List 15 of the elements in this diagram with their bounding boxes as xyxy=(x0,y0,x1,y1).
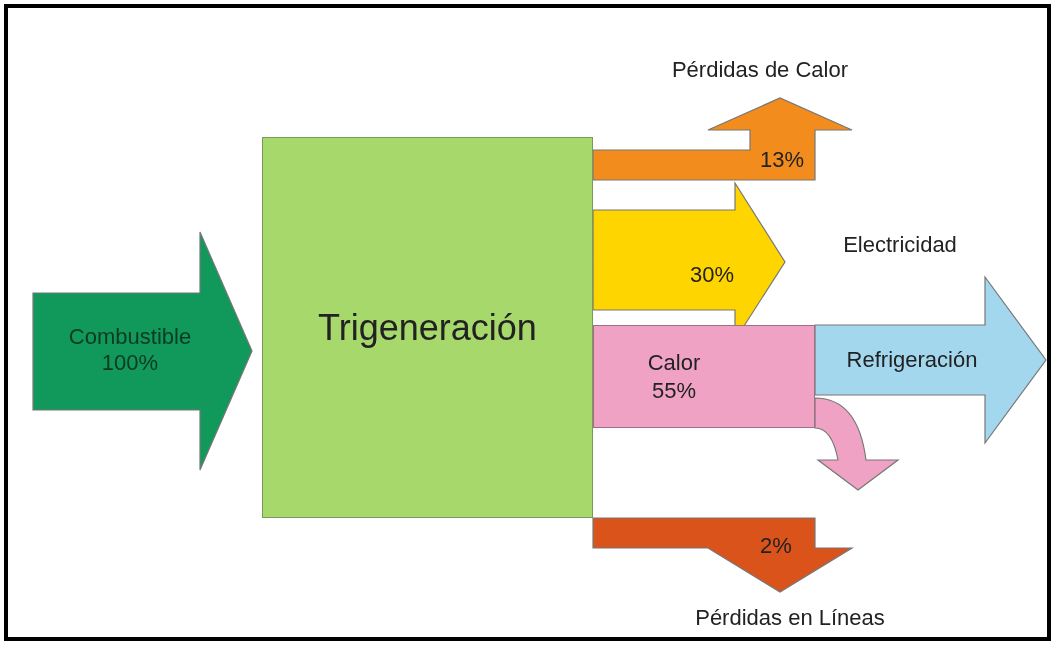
process-box: Trigeneración xyxy=(262,137,593,518)
edge-label: 13% xyxy=(760,146,804,174)
flow-arrow xyxy=(592,97,853,181)
output-label: Electricidad xyxy=(800,227,1000,263)
edge-label: Refrigeración xyxy=(846,346,978,374)
flow-arrow xyxy=(814,397,899,491)
edge-label: 2% xyxy=(760,532,792,560)
output-label: Pérdidas en Líneas xyxy=(640,600,940,636)
output-label: Pérdidas de Calor xyxy=(640,52,880,88)
edge-label: 30% xyxy=(690,261,734,289)
heat-band: Calor 55% xyxy=(593,325,815,428)
edge-label: Combustible 100% xyxy=(67,323,193,377)
flow-arrow xyxy=(32,231,253,471)
flow-arrow xyxy=(814,275,1047,445)
flow-arrow xyxy=(592,517,855,593)
